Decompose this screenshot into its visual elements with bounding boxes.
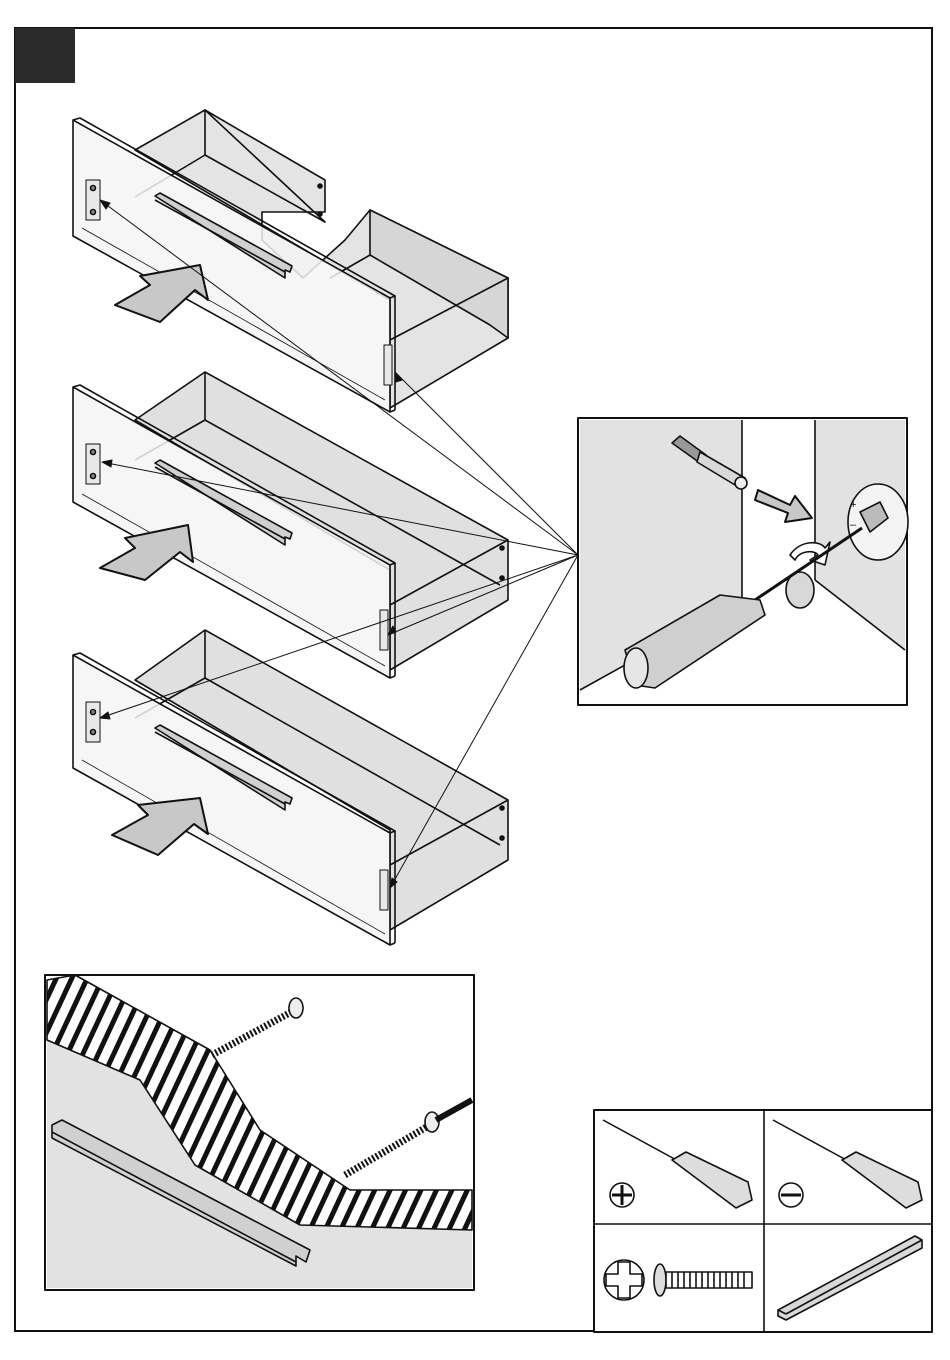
tools-legend [594,1110,932,1332]
svg-text:+: + [850,499,856,511]
drawer-middle [73,372,508,678]
screwdriver-detail: + – [578,418,908,705]
drawer-top [73,110,508,412]
drawer-bottom [73,630,508,945]
screws-detail [45,975,474,1290]
svg-text:–: – [850,519,857,531]
